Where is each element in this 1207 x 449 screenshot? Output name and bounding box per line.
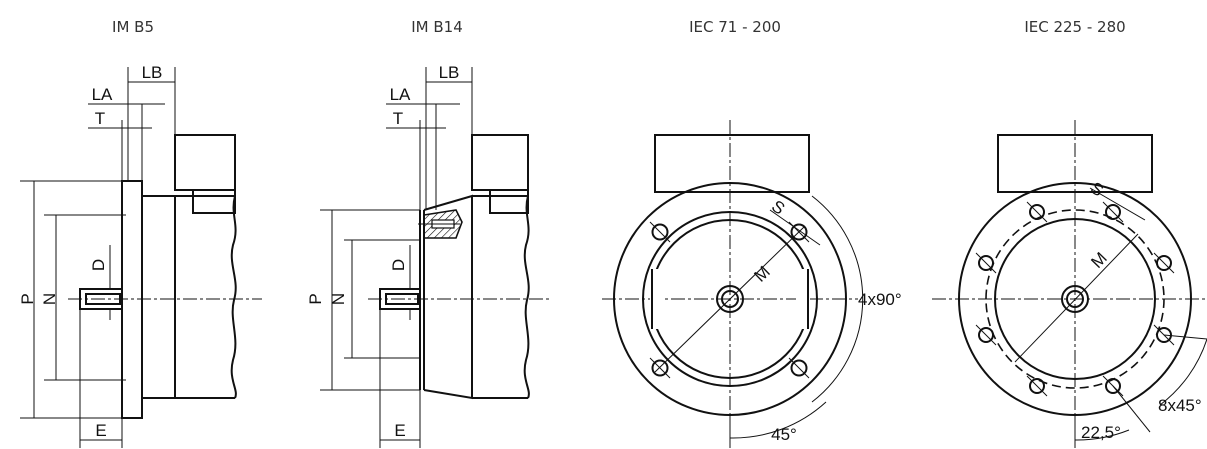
iec-71-200-front-view: M S 4x90° 45° [602,120,902,448]
b5-dim-p: P [18,293,37,304]
bolt-hole [788,357,810,379]
b14-dim-n: N [329,293,348,305]
iec-small-dim-m: M [750,262,773,286]
iec-225-280-front-view: M S 8x45° 22,5° [932,120,1207,448]
bolt-hole [975,252,997,274]
title-iec-225-280: IEC 225 - 280 [1024,18,1125,36]
b14-dim-la: LA [390,85,411,104]
bolt-hole [1026,201,1048,223]
title-im-b14: IM B14 [411,18,463,36]
b14-dim-lb: LB [439,63,460,82]
b5-dim-t: T [95,109,105,128]
bolt-hole [649,221,671,243]
iec-small-dim-s: S [768,196,788,218]
b14-dim-d: D [389,259,408,271]
b5-dim-lb: LB [142,63,163,82]
title-iec-71-200: IEC 71 - 200 [689,18,781,36]
b14-dim-e: E [394,421,405,440]
iec-large-dim-angle-offset: 22,5° [1081,423,1121,442]
iec-large-dim-angle-holes: 8x45° [1158,396,1202,415]
im-b5-side-view: P N D E LB LA T [18,63,262,448]
b5-dim-d: D [89,259,108,271]
bolt-hole [1153,252,1175,274]
im-b14-side-view: P N D E LB LA T [306,63,552,448]
title-im-b5: IM B5 [112,18,154,36]
b5-dim-n: N [40,293,59,305]
iec-large-dim-m: M [1087,248,1111,271]
iec-large-dim-s: S [1087,178,1107,200]
bolt-hole [1026,375,1048,397]
b14-dim-t: T [393,109,403,128]
bolt-hole [975,324,997,346]
iec-small-dim-angle-holes: 4x90° [858,290,902,309]
iec-small-dim-angle-offset: 45° [771,425,797,444]
bolt-hole [1102,201,1124,223]
b5-dim-e: E [95,421,106,440]
b5-dim-la: LA [92,85,113,104]
b14-dim-p: P [306,293,325,304]
bolt-hole [649,357,671,379]
